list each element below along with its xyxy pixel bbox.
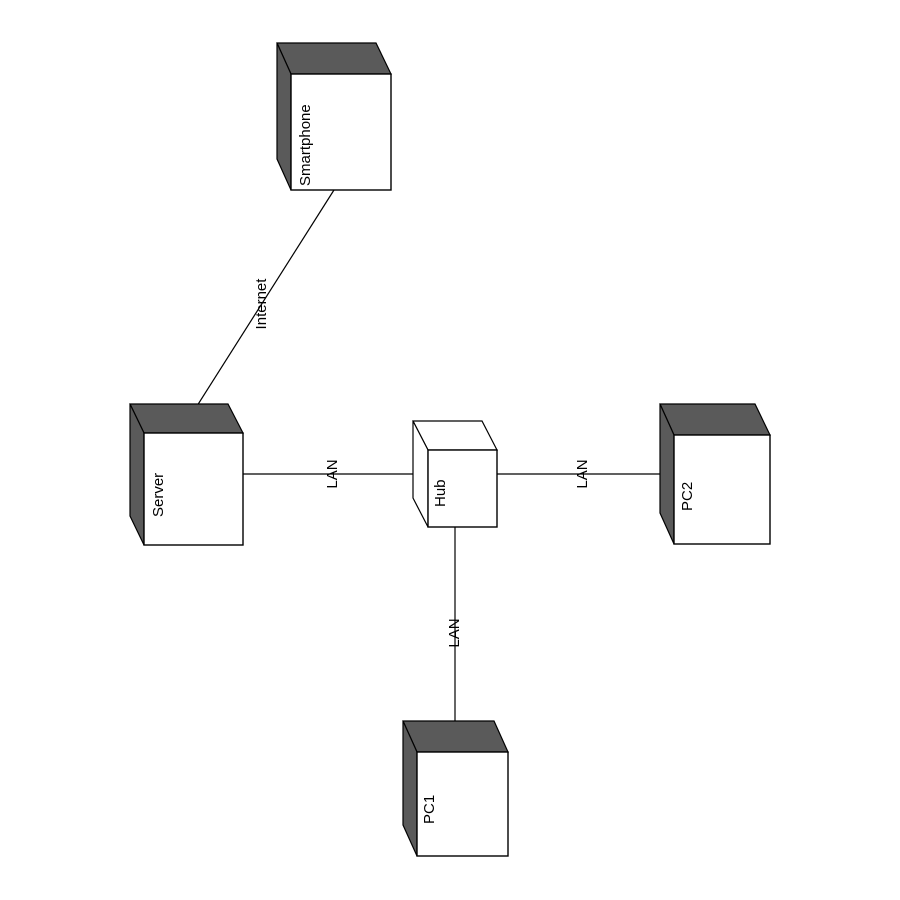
node-pc1[interactable]: PC1 [402,720,509,857]
node-smartphone-top [276,42,392,75]
node-server-top [129,403,244,434]
node-pc2-label: PC2 [679,482,696,511]
node-server[interactable]: Server [129,403,244,546]
link-hub-pc1-label: LAN [446,618,463,647]
node-server-box [143,432,244,546]
node-pc1-box [416,751,509,857]
node-pc2[interactable]: PC2 [659,403,771,545]
node-smartphone-box [290,73,392,191]
link-server-hub: LAN [243,459,420,489]
node-smartphone-label: Smartphone [297,104,314,186]
node-pc2-box [673,434,771,545]
node-pc1-top [402,720,509,753]
link-hub-pc2: LAN [497,459,668,489]
node-server-label: Server [150,473,167,517]
node-pc2-top [659,403,771,436]
link-internet-label: Internet [253,278,270,330]
link-hub-pc2-label: LAN [574,459,591,488]
node-hub-label: Hub [432,479,449,507]
node-pc1-label: PC1 [421,795,438,824]
link-internet: Internet [189,189,335,418]
node-smartphone[interactable]: Smartphone [276,42,392,191]
node-hub[interactable]: Hub [412,420,498,528]
link-hub-pc1: LAN [446,527,463,738]
link-server-hub-label: LAN [324,459,341,488]
link-internet-line [189,189,335,418]
node-hub-box [427,449,498,528]
